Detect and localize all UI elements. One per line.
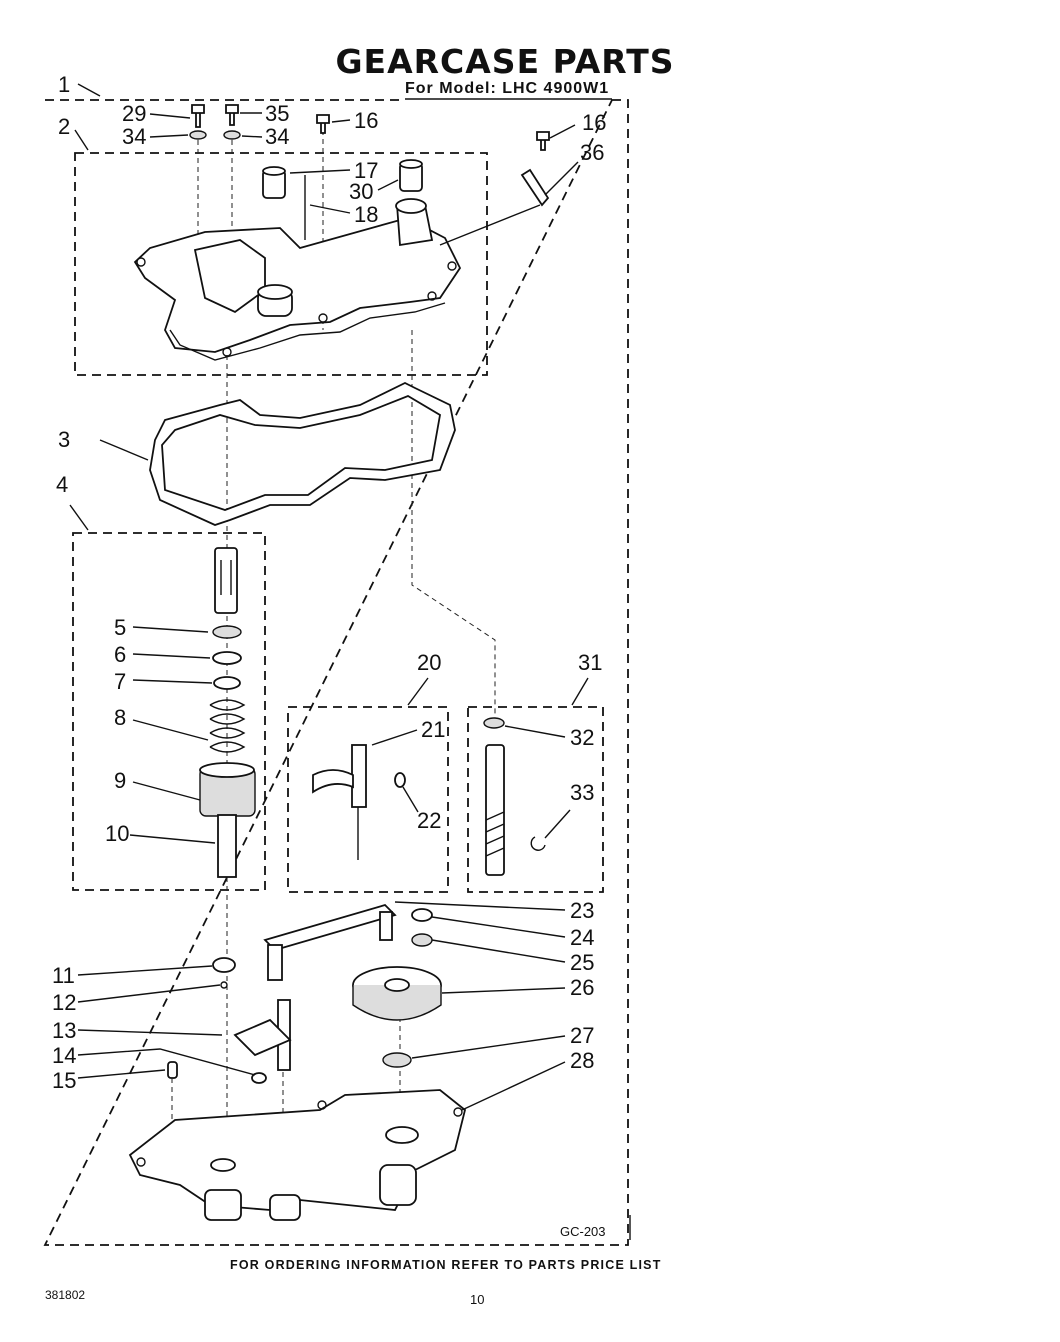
callout-14: 14 (52, 1043, 76, 1068)
page-title: GEARCASE PARTS (335, 42, 675, 81)
callout-6: 6 (114, 642, 126, 667)
callout-21: 21 (421, 717, 445, 742)
gearcase-base (128, 1089, 467, 1221)
callout-35: 35 (265, 101, 289, 126)
callout-16a: 16 (354, 108, 378, 133)
callout-22: 22 (417, 808, 441, 833)
callout-20: 20 (417, 650, 441, 675)
callout-34a: 34 (122, 124, 146, 149)
lower-drive-parts (167, 903, 442, 1140)
callout-12: 12 (52, 990, 76, 1015)
ordering-note: FOR ORDERING INFORMATION REFER TO PARTS … (230, 1258, 662, 1272)
callout-30: 30 (349, 179, 373, 204)
callout-1: 1 (58, 72, 70, 97)
callout-labels: 1 2 3 4 5 6 7 8 9 10 11 12 13 14 15 16 1… (52, 72, 606, 1093)
spin-pinion-parts (483, 717, 546, 876)
callout-18: 18 (354, 202, 378, 227)
cover-small-parts (189, 104, 550, 246)
callout-15: 15 (52, 1068, 76, 1093)
callout-24: 24 (570, 925, 594, 950)
callout-11: 11 (52, 963, 75, 988)
model-subtitle: For Model: LHC 4900W1 (405, 80, 610, 97)
callout-32: 32 (570, 725, 594, 750)
callout-3: 3 (58, 427, 70, 452)
pinion-stack (199, 547, 256, 878)
shifter-assembly-box (287, 706, 449, 893)
callout-9: 9 (114, 768, 126, 793)
callout-26: 26 (570, 975, 594, 1000)
shifter-parts (312, 744, 406, 860)
callout-29: 29 (122, 101, 146, 126)
callout-23: 23 (570, 898, 594, 923)
leader-lines (69, 83, 631, 1240)
callout-13: 13 (52, 1018, 76, 1043)
callout-28: 28 (570, 1048, 594, 1073)
pinion-assembly-box (72, 532, 266, 891)
gearcase-cover (133, 198, 462, 361)
diagram-code: GC-203 (560, 1224, 606, 1239)
callout-2: 2 (58, 114, 70, 139)
callout-34b: 34 (265, 124, 289, 149)
page-number: 10 (470, 1292, 485, 1307)
spin-pinion-box (467, 706, 604, 893)
callout-25: 25 (570, 950, 594, 975)
callout-16b: 16 (582, 110, 606, 135)
callout-10: 10 (105, 821, 129, 846)
callout-27: 27 (570, 1023, 594, 1048)
callout-7: 7 (114, 669, 126, 694)
document-number: 381802 (45, 1288, 86, 1302)
cover-assembly-box (74, 152, 488, 376)
callout-4: 4 (56, 472, 68, 497)
callout-36: 36 (580, 140, 604, 165)
outer-assembly-frame (43, 99, 629, 1246)
gearcase-gasket (149, 381, 456, 526)
callout-8: 8 (114, 705, 126, 730)
callout-5: 5 (114, 615, 126, 640)
callout-33: 33 (570, 780, 594, 805)
callout-17: 17 (354, 158, 378, 183)
callout-31: 31 (578, 650, 602, 675)
